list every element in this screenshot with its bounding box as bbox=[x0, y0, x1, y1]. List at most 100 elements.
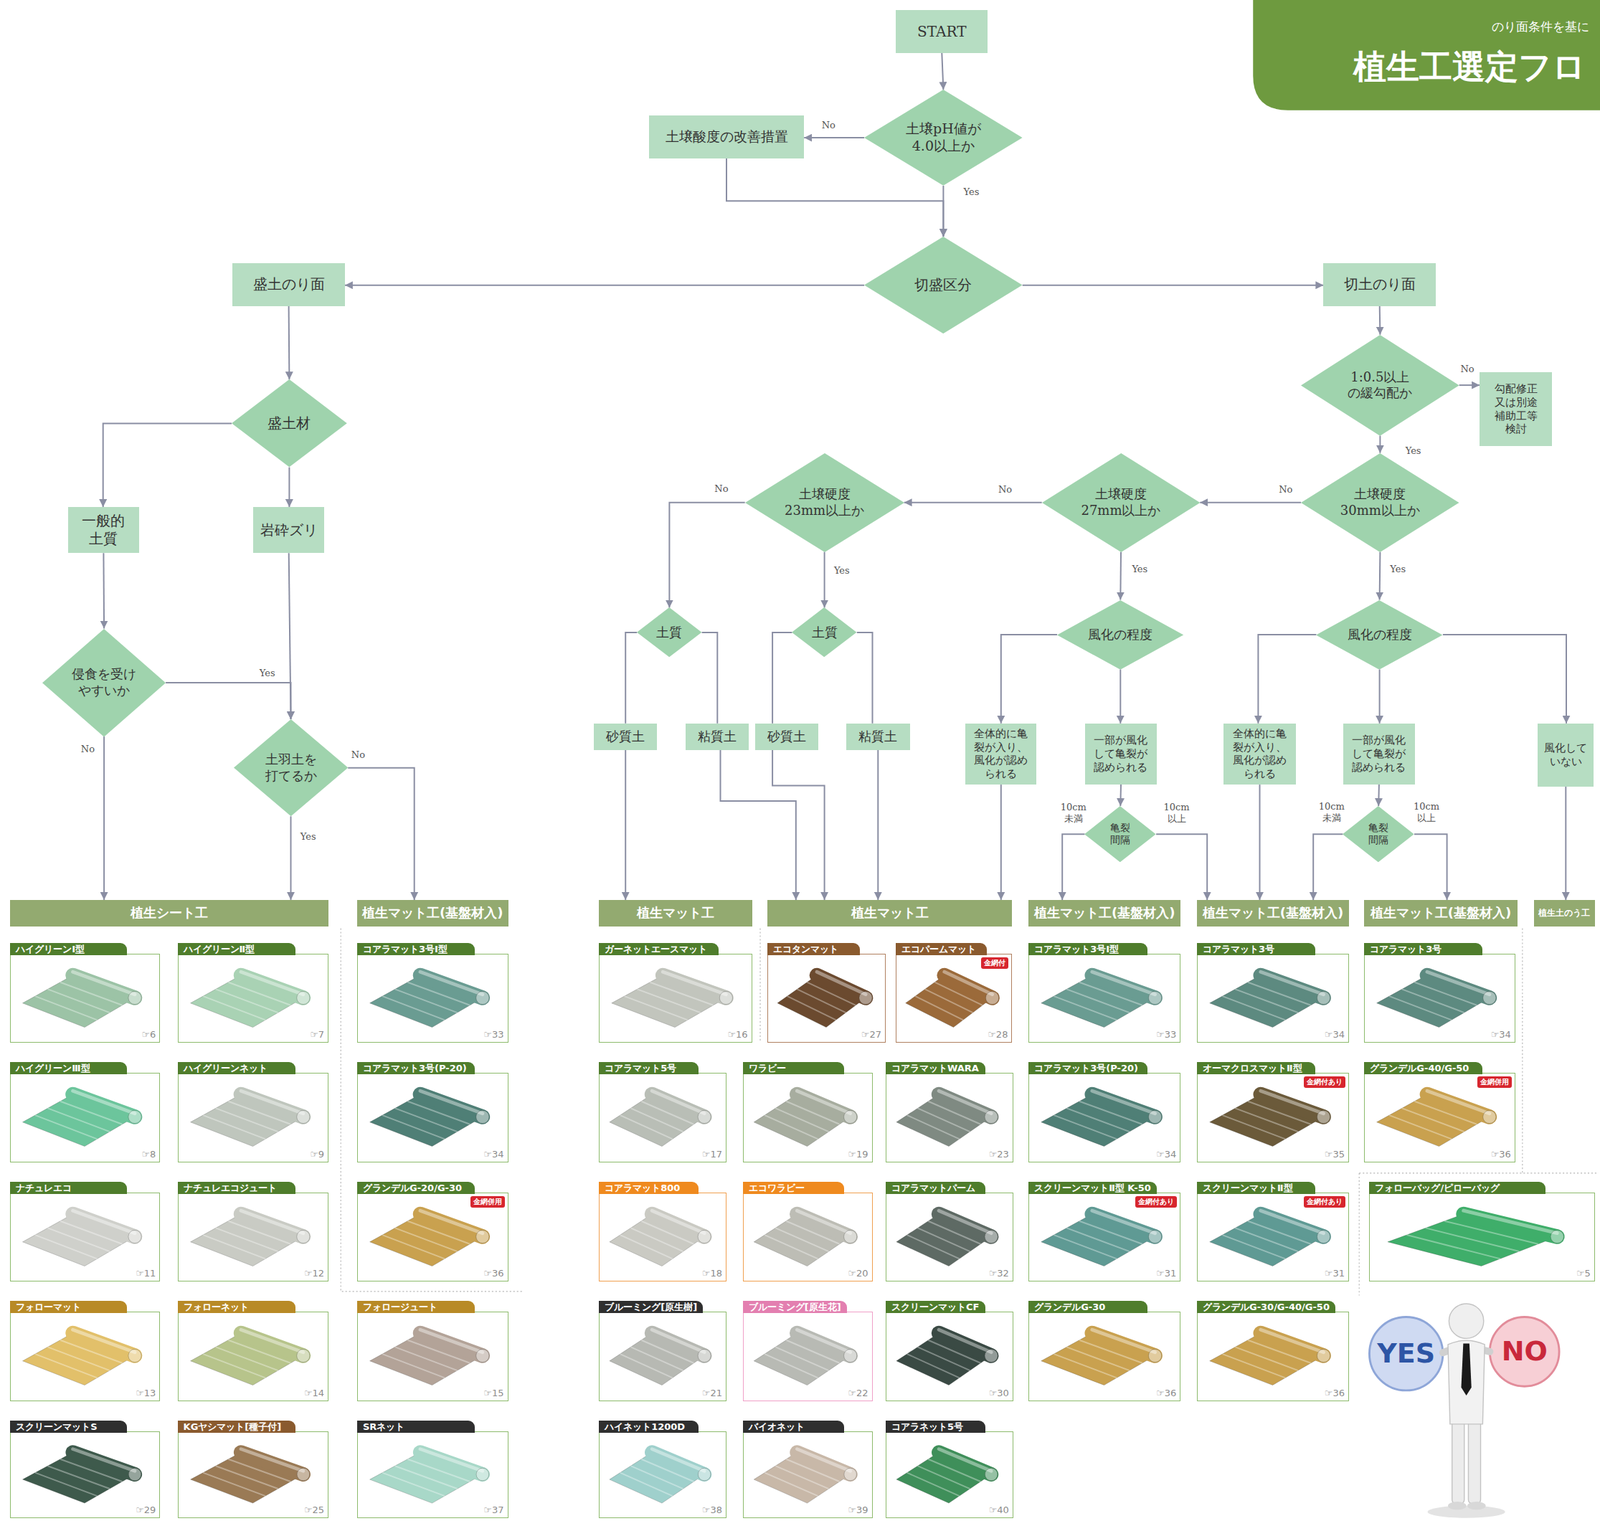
product-name-tab: コアラマット3号Ⅰ型 bbox=[1028, 943, 1147, 956]
mat-roll-shine bbox=[651, 1329, 705, 1352]
node-label: 一般的 土質 bbox=[81, 512, 125, 548]
diamond-fill bbox=[231, 379, 348, 467]
process-box: 全体的に亀裂が入り、風化が認められる bbox=[1223, 723, 1296, 785]
mat-roll bbox=[938, 1094, 992, 1117]
node-label: 粘質土 bbox=[697, 728, 737, 746]
text-line: 10cm bbox=[1413, 801, 1440, 813]
mat-roll-shine bbox=[420, 1090, 483, 1114]
mat-roll-shine bbox=[651, 1210, 705, 1233]
product-photo-frame: 金網併用☞36 bbox=[1364, 1072, 1516, 1162]
mat-sheet bbox=[905, 975, 993, 1028]
band-title: 植生マット工 bbox=[851, 905, 929, 922]
title-band bbox=[1252, 0, 1600, 111]
text-line: 全体的に亀裂が入り、風化が認められる bbox=[1227, 727, 1291, 781]
connector bbox=[1001, 634, 1058, 724]
connector bbox=[1119, 669, 1121, 723]
diamond-fill bbox=[1300, 334, 1460, 437]
mat-roll bbox=[73, 975, 136, 998]
product-photo-frame: ☞34 bbox=[357, 1072, 509, 1162]
mat-roll bbox=[73, 1452, 136, 1475]
connector bbox=[772, 750, 825, 901]
product-card: ☞38ハイネット1200D bbox=[598, 1420, 727, 1519]
node-label: 亀裂 間隔 bbox=[1368, 821, 1389, 847]
process-box: 粘質土 bbox=[685, 723, 749, 751]
mat-roll-end bbox=[1551, 1229, 1565, 1243]
product-card: ☞30スクリーンマットCF bbox=[885, 1300, 1014, 1401]
mat-sheet bbox=[190, 1214, 303, 1267]
product-card: ☞36グランデルG-30/G-40/G-50 bbox=[1196, 1300, 1349, 1401]
process-box: 砂質土 bbox=[593, 723, 657, 751]
node-label: 土壌pH値が 4.0以上か bbox=[905, 120, 982, 155]
product-name-tab: ハイネット1200D bbox=[598, 1420, 699, 1433]
node-label: 亀裂 間隔 bbox=[1110, 821, 1131, 847]
mat-roll-shine bbox=[1463, 1210, 1558, 1233]
product-photo-frame: ☞29 bbox=[10, 1431, 160, 1519]
mat-sheet bbox=[1209, 1333, 1324, 1386]
product-card: 金網併用☞36グランデルG-20/G-30 bbox=[357, 1181, 509, 1282]
mat-roll-end bbox=[859, 991, 873, 1005]
mat-stripe bbox=[620, 1115, 673, 1139]
mat-roll-shine bbox=[240, 1090, 304, 1114]
page-reference: ☞34 bbox=[1156, 1148, 1177, 1160]
mat-roll-shine bbox=[662, 971, 726, 994]
diamond-fill bbox=[1300, 453, 1460, 553]
shadow bbox=[1427, 1506, 1506, 1519]
page-reference: ☞34 bbox=[1324, 1029, 1345, 1040]
connector bbox=[347, 768, 415, 901]
page-reference: ☞39 bbox=[847, 1504, 868, 1516]
mat-stripe bbox=[1222, 1115, 1286, 1139]
mat-roll-shine bbox=[1092, 971, 1156, 994]
product-roll-illustration bbox=[178, 1073, 328, 1161]
mat-roll bbox=[651, 1214, 705, 1237]
product-photo-frame: 金網併用☞36 bbox=[357, 1192, 509, 1282]
product-roll-illustration bbox=[357, 1432, 507, 1517]
text-line: 以上 bbox=[1163, 813, 1190, 825]
page-reference: ☞23 bbox=[988, 1148, 1010, 1160]
product-name-tab: エコワラビー bbox=[742, 1181, 845, 1195]
separator-lines bbox=[340, 928, 1598, 1296]
mat-roll-shine bbox=[651, 1090, 705, 1114]
edge-label: Yes bbox=[1388, 563, 1408, 576]
text-line: Yes bbox=[300, 831, 317, 843]
mat-roll bbox=[1260, 975, 1324, 998]
text-line: 盛土材 bbox=[267, 414, 311, 433]
product-name-tab: ナチュレエコ bbox=[10, 1181, 127, 1195]
text-line: No bbox=[1278, 484, 1293, 496]
mat-sheet bbox=[370, 1333, 483, 1386]
mat-roll-shine bbox=[1427, 1090, 1490, 1114]
mat-sheet bbox=[609, 1452, 705, 1504]
text-line: Yes bbox=[259, 667, 276, 680]
diamond-fill bbox=[42, 628, 166, 738]
diamond-fill bbox=[1316, 600, 1443, 670]
product-name-tab: フォローバッグ/ピローバッグ bbox=[1369, 1181, 1545, 1195]
mat-roll-shine bbox=[944, 971, 993, 994]
node-label: 岩砕ズリ bbox=[260, 521, 318, 540]
connector bbox=[803, 136, 865, 139]
separator bbox=[759, 928, 761, 1043]
decision-diamond: 亀裂 間隔 bbox=[1084, 806, 1157, 863]
product-roll-illustration bbox=[743, 1312, 871, 1400]
product-name-tab: コアラマット3号 bbox=[1364, 943, 1482, 956]
edge-label: Yes bbox=[1404, 445, 1423, 457]
mat-roll-end bbox=[128, 1229, 142, 1243]
page-reference: ☞35 bbox=[1324, 1148, 1345, 1160]
product-photo-frame: ☞21 bbox=[598, 1311, 727, 1401]
diamond-fill bbox=[1342, 806, 1415, 863]
decision-diamond: 風化の程度 bbox=[1057, 600, 1184, 670]
mat-stripe bbox=[382, 996, 445, 1020]
connector bbox=[288, 306, 291, 381]
product-card: ☞14フォローネット bbox=[177, 1300, 330, 1401]
page-reference: ☞5 bbox=[1576, 1267, 1591, 1279]
mat-stripe bbox=[1222, 1234, 1286, 1259]
product-photo-frame: ☞30 bbox=[885, 1311, 1014, 1401]
connector bbox=[290, 816, 292, 901]
mat-roll-shine bbox=[1260, 971, 1324, 994]
product-card: ☞8ハイグリーンⅢ型 bbox=[10, 1062, 160, 1162]
mat-roll-shine bbox=[796, 1090, 850, 1114]
band-title: 植生シート工 bbox=[130, 905, 208, 922]
separator bbox=[1521, 928, 1523, 1174]
page-reference: ☞32 bbox=[988, 1267, 1010, 1279]
text-line: No bbox=[1460, 363, 1474, 376]
mat-roll-shine bbox=[816, 971, 866, 994]
connector bbox=[904, 502, 1043, 504]
